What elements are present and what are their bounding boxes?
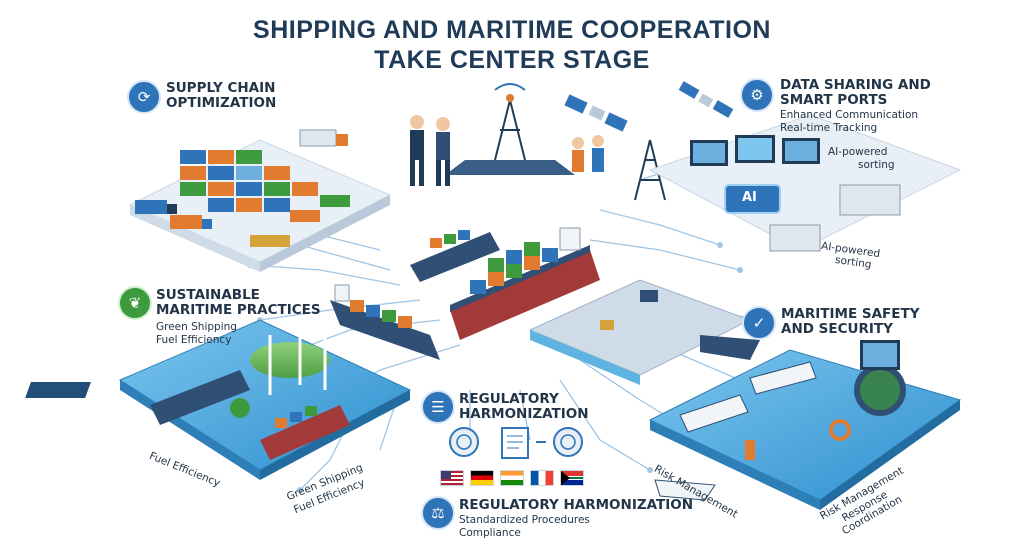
sustainable-title-line-1: SUSTAINABLE <box>156 287 260 303</box>
officers <box>410 115 604 186</box>
shield-check-icon: ✓ <box>742 306 776 340</box>
united-states-flag <box>440 470 464 486</box>
data-sharing-title-line-2: SMART PORTS <box>780 92 888 108</box>
regulatory-bottom-sub-line-1: Standardized Procedures <box>459 514 590 526</box>
main-title-line-1: SHIPPING AND MARITIME COOPERATION <box>253 16 771 44</box>
france-flag <box>530 470 554 486</box>
data-sharing-sub-line-2: Real-time Tracking <box>780 122 878 134</box>
ai-sorting-label-1a: AI-powered <box>828 146 888 158</box>
leaf-hand-icon: ❦ <box>118 286 152 320</box>
sustainable-island <box>25 319 412 480</box>
data-sharing-title-line-1: DATA SHARING AND <box>780 77 931 93</box>
scales-of-justice-icon: ⚖ <box>421 496 455 530</box>
regulatory-bottom-title: REGULATORY HARMONIZATION <box>459 497 694 513</box>
regulatory-title-line-2: HARMONIZATION <box>459 406 589 422</box>
supply-chain-title-line-2: OPTIMIZATION <box>166 95 277 111</box>
sustainable-sub-line-2: Fuel Efficiency <box>156 334 232 346</box>
regulatory-icons-row <box>449 427 583 459</box>
main-title-line-2: TAKE CENTER STAGE <box>374 46 650 74</box>
india-flag <box>500 470 524 486</box>
ai-network-icon: ⚙ <box>740 78 774 112</box>
sustainable-sub-line-1: Green Shipping <box>156 321 237 333</box>
patrol-boat <box>654 479 716 501</box>
regulatory-bottom-sub-line-2: Compliance <box>459 527 521 539</box>
south-africa-flag <box>560 470 584 486</box>
container-ships <box>330 227 600 360</box>
data-sharing-sub-line-1: Enhanced Communication <box>780 109 919 121</box>
supply-chain-platform <box>128 129 392 272</box>
supply-chain-cycle-icon: ⟳ <box>127 80 161 114</box>
communication-tower <box>445 83 575 175</box>
satellites <box>564 81 734 132</box>
ai-chip-label: AI <box>742 190 757 205</box>
regulatory-title-line-1: REGULATORY <box>459 391 559 407</box>
smart-port-platform <box>648 114 962 252</box>
safety-island <box>648 340 962 510</box>
ai-sorting-label-1b: sorting <box>858 159 895 171</box>
supply-chain-title-line-1: SUPPLY CHAIN <box>166 80 276 96</box>
sustainable-title-line-2: MARITIME PRACTICES <box>156 302 321 318</box>
port-dock <box>528 279 760 385</box>
safety-title-line-1: MARITIME SAFETY <box>781 306 920 322</box>
safety-title-line-2: AND SECURITY <box>781 321 893 337</box>
document-checklist-icon: ☰ <box>421 390 455 424</box>
germany-flag <box>470 470 494 486</box>
